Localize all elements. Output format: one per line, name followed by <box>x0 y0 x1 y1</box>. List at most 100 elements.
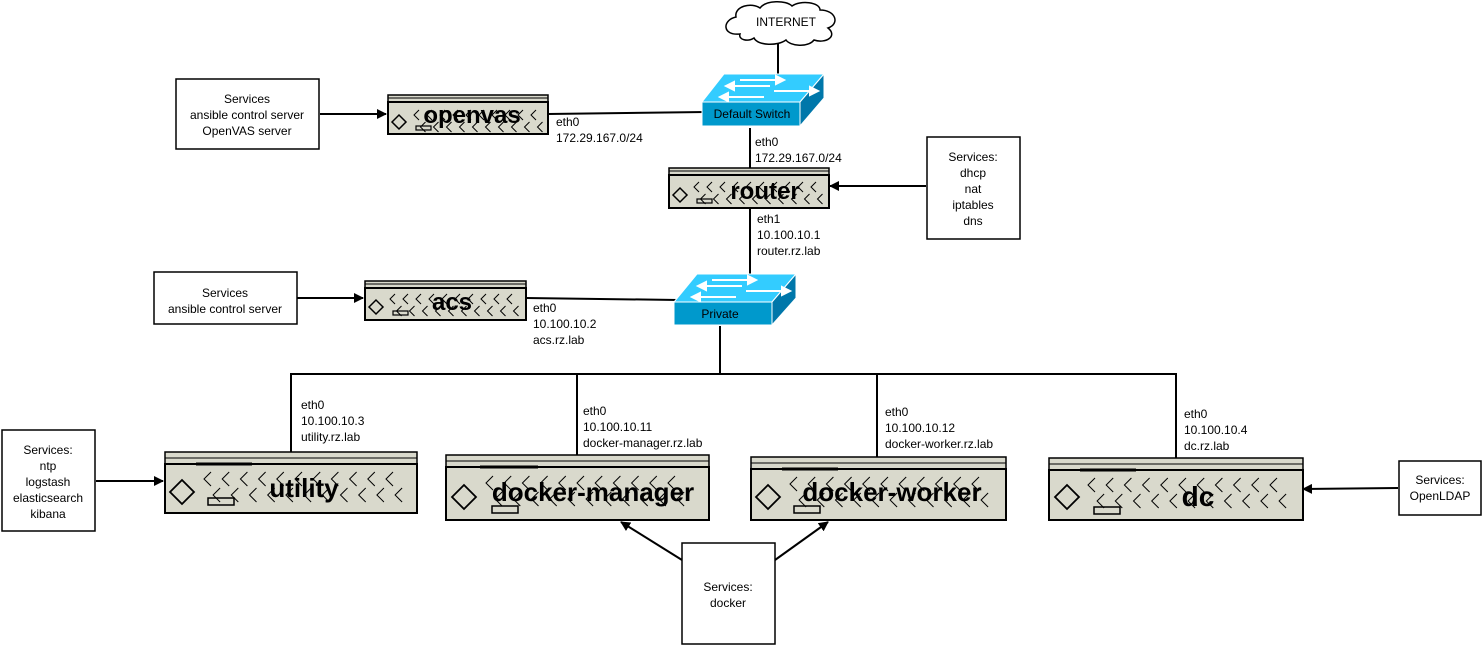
vent-pattern <box>485 475 685 507</box>
internet-cloud: INTERNET <box>725 1 836 46</box>
svg-text:eth0: eth0 <box>583 404 607 418</box>
svg-text:ntp: ntp <box>40 459 57 473</box>
vent-pattern <box>1087 477 1287 509</box>
svg-text:Services:: Services: <box>948 150 997 164</box>
wires <box>290 42 1177 458</box>
server-indicator-icon <box>450 483 478 511</box>
vent-pattern <box>203 471 403 503</box>
server-name-dc: dc <box>1182 481 1215 512</box>
svg-text:dc.rz.lab: dc.rz.lab <box>1184 439 1230 453</box>
svg-text:elasticsearch: elasticsearch <box>13 491 83 505</box>
svg-text:ansible control server: ansible control server <box>168 302 282 316</box>
svg-text:kibana: kibana <box>30 507 66 521</box>
private-switch: Private <box>672 272 798 327</box>
svg-text:172.29.167.0/24: 172.29.167.0/24 <box>755 151 842 165</box>
svg-text:acs.rz.lab: acs.rz.lab <box>533 333 585 347</box>
server-name-acs: acs <box>432 289 472 316</box>
iface-utility: eth0 10.100.10.3 utility.rz.lab <box>301 398 365 444</box>
svg-text:Services:: Services: <box>23 443 72 457</box>
switch-arrows-icon <box>689 274 793 303</box>
svg-text:dhcp: dhcp <box>960 166 986 180</box>
vent-pattern <box>693 181 823 205</box>
svg-text:10.100.10.3: 10.100.10.3 <box>301 414 365 428</box>
server-indicator-icon <box>168 478 196 506</box>
svg-text:eth0: eth0 <box>533 301 557 315</box>
server-openvas: openvas <box>387 94 549 135</box>
svg-text:172.29.167.0/24: 172.29.167.0/24 <box>556 131 643 145</box>
private-switch-label: Private <box>701 307 739 321</box>
iface-docker-worker: eth0 10.100.10.12 docker-worker.rz.lab <box>885 405 993 451</box>
iface-dc: eth0 10.100.10.4 dc.rz.lab <box>1184 407 1248 453</box>
services-box-dc: Services: OpenLDAP <box>1398 460 1482 516</box>
wire-acs-private <box>525 297 679 301</box>
server-router: router <box>668 167 830 209</box>
server-indicator-icon <box>390 113 408 131</box>
cloud-icon <box>725 1 836 46</box>
server-acs: acs <box>364 280 527 321</box>
server-indicator-icon <box>367 298 385 316</box>
svg-text:eth0: eth0 <box>755 135 779 149</box>
svg-text:Services:: Services: <box>703 580 752 594</box>
wire-openvas-default-switch <box>547 111 707 115</box>
arrow-docker-manager-services <box>620 521 683 561</box>
server-docker-manager: docker-manager <box>445 454 710 521</box>
iface-router-eth0: eth0 172.29.167.0/24 <box>755 135 842 165</box>
services-box-docker: Services: docker <box>681 542 776 645</box>
services-box-router: Services: dhcp nat iptables dns <box>926 136 1021 240</box>
server-indicator-icon <box>1053 483 1081 511</box>
server-utility: utility <box>164 451 418 514</box>
default-switch-label: Default Switch <box>714 107 791 121</box>
svg-text:OpenLDAP: OpenLDAP <box>1410 489 1471 503</box>
server-dc: dc <box>1048 457 1304 521</box>
svg-text:10.100.10.11: 10.100.10.11 <box>583 420 653 434</box>
internet-label: INTERNET <box>756 15 817 29</box>
wire-server-bus <box>290 373 1177 458</box>
svg-text:Services: Services <box>202 286 248 300</box>
default-switch: Default Switch <box>700 72 826 128</box>
server-indicator-icon <box>754 483 782 511</box>
switch-arrows-icon <box>717 74 821 103</box>
svg-text:Services: Services <box>224 92 270 106</box>
svg-text:10.100.10.1: 10.100.10.1 <box>757 228 821 242</box>
iface-docker-manager: eth0 10.100.10.11 docker-manager.rz.lab <box>583 404 703 450</box>
iface-router-eth1: eth1 10.100.10.1 router.rz.lab <box>757 212 821 258</box>
arrow-docker-worker-services <box>774 521 829 561</box>
server-docker-worker: docker-worker <box>750 456 1007 521</box>
svg-text:ansible control server: ansible control server <box>190 108 304 122</box>
server-indicator-icon <box>671 186 689 204</box>
svg-text:OpenVAS server: OpenVAS server <box>202 124 291 138</box>
svg-text:docker: docker <box>710 596 746 610</box>
svg-text:eth0: eth0 <box>885 405 909 419</box>
svg-text:10.100.10.12: 10.100.10.12 <box>885 421 955 435</box>
svg-text:10.100.10.2: 10.100.10.2 <box>533 317 597 331</box>
iface-acs: eth0 10.100.10.2 acs.rz.lab <box>533 301 597 347</box>
server-name-docker-worker: docker-worker <box>802 477 981 507</box>
services-box-acs: Services ansible control server <box>153 271 298 325</box>
svg-text:eth0: eth0 <box>556 115 580 129</box>
svg-text:router.rz.lab: router.rz.lab <box>757 244 821 258</box>
interface-labels: eth0 172.29.167.0/24 eth0 172.29.167.0/2… <box>301 115 1248 453</box>
svg-text:eth0: eth0 <box>301 398 325 412</box>
svg-text:dns: dns <box>963 214 982 228</box>
svg-text:iptables: iptables <box>952 198 993 212</box>
services-box-openvas: Services ansible control server OpenVAS … <box>175 78 320 150</box>
svg-text:docker-manager.rz.lab: docker-manager.rz.lab <box>583 436 703 450</box>
iface-openvas: eth0 172.29.167.0/24 <box>556 115 643 145</box>
svg-text:eth0: eth0 <box>1184 407 1208 421</box>
svg-text:nat: nat <box>965 182 982 196</box>
vent-pattern <box>413 109 543 133</box>
server-name-router: router <box>730 178 799 205</box>
svg-text:docker-worker.rz.lab: docker-worker.rz.lab <box>885 437 993 451</box>
server-name-utility: utility <box>269 473 339 503</box>
server-name-openvas: openvas <box>423 102 520 129</box>
server-name-docker-manager: docker-manager <box>492 477 694 507</box>
svg-text:logstash: logstash <box>26 475 71 489</box>
svg-text:Services:: Services: <box>1415 473 1464 487</box>
svg-text:10.100.10.4: 10.100.10.4 <box>1184 423 1248 437</box>
svg-text:utility.rz.lab: utility.rz.lab <box>301 430 360 444</box>
svg-text:eth1: eth1 <box>757 212 781 226</box>
vent-pattern <box>389 293 519 317</box>
arrow-dc-services <box>1302 483 1399 494</box>
service-arrows <box>96 109 1399 561</box>
